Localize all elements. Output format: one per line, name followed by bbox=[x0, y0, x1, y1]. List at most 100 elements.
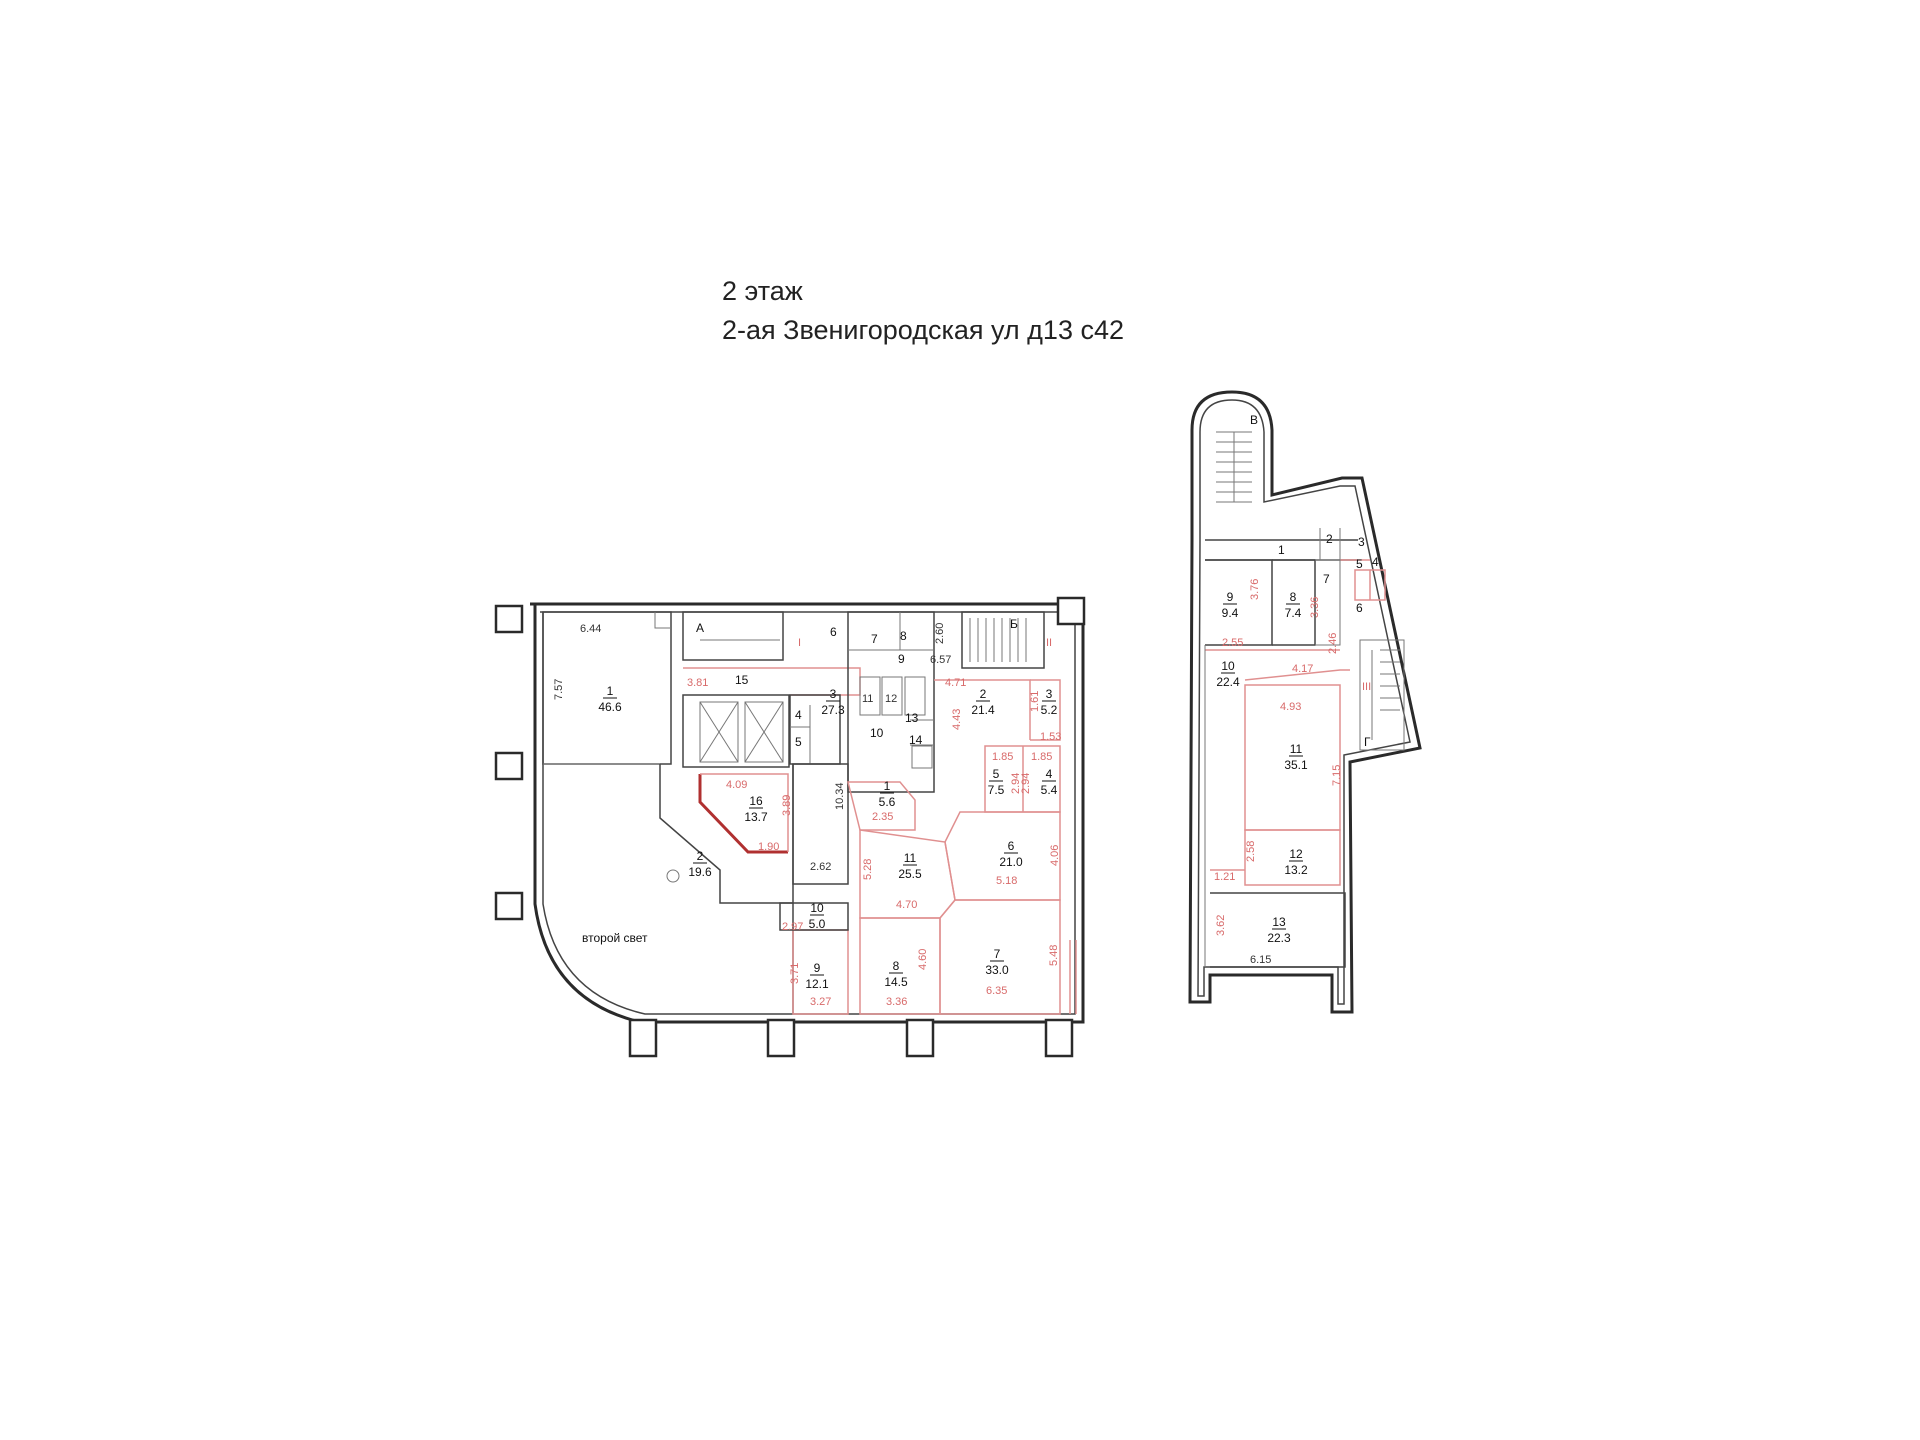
shaft-label: III bbox=[1362, 681, 1371, 693]
dim-label: 5.28 bbox=[862, 859, 874, 880]
dim-label: 4.93 bbox=[1280, 701, 1301, 713]
right-building bbox=[1188, 390, 1422, 1014]
dim-label: 1.53 bbox=[1040, 731, 1061, 743]
title-block: 2 этаж 2-ая Звенигородская ул д13 с42 bbox=[722, 272, 1124, 350]
room-label: 13 bbox=[905, 711, 919, 725]
dim-label: 3.81 bbox=[687, 677, 708, 689]
dim-label: 2.94 bbox=[1010, 773, 1022, 794]
room-number: 4 bbox=[1046, 767, 1053, 781]
dim-label: 2.97 bbox=[782, 921, 803, 933]
room-label: 7 bbox=[871, 632, 878, 646]
room-label: 14 bbox=[909, 733, 923, 747]
left-inner-wall bbox=[540, 611, 1076, 1015]
dim-label: 1.61 bbox=[1029, 691, 1041, 712]
room-label: 4 bbox=[1372, 555, 1379, 569]
room-16-wall bbox=[698, 774, 788, 854]
room-area: 9.4 bbox=[1222, 606, 1239, 620]
room-number: 3 bbox=[1046, 687, 1053, 701]
dim-label: 4.70 bbox=[896, 899, 917, 911]
room-area: 21.0 bbox=[999, 855, 1023, 869]
right-outer-wall bbox=[1188, 390, 1422, 1014]
room-area: 12.1 bbox=[805, 977, 829, 991]
dim-label: 2.35 bbox=[872, 811, 893, 823]
room-number: 10 bbox=[810, 901, 824, 915]
round-pillar bbox=[666, 869, 680, 883]
room-label: 3 bbox=[1358, 535, 1365, 549]
room-label: 6 bbox=[830, 625, 837, 639]
dim-label: 2.62 bbox=[810, 861, 831, 873]
room-number: 8 bbox=[1290, 590, 1297, 604]
door-symbol bbox=[654, 612, 671, 629]
dim-label: 1.90 bbox=[758, 841, 779, 853]
room-number: 11 bbox=[904, 851, 917, 865]
room-area: 22.4 bbox=[1216, 675, 1240, 689]
dim-label: 7.57 bbox=[553, 679, 565, 700]
dim-label: 3.62 bbox=[1215, 915, 1227, 936]
room-label: 10 bbox=[870, 726, 884, 740]
left-building bbox=[494, 596, 1086, 1058]
room-label: 11 bbox=[862, 693, 873, 705]
column bbox=[628, 1018, 658, 1058]
room-11-outline bbox=[859, 829, 956, 919]
room-number: 11 bbox=[1290, 742, 1303, 756]
dim-label: 6.57 bbox=[930, 654, 951, 666]
room-12-outline-r bbox=[1244, 829, 1341, 886]
room-area: 21.4 bbox=[971, 703, 995, 717]
room-label: 5 bbox=[1356, 557, 1363, 571]
dim-label: 1.85 bbox=[992, 751, 1013, 763]
room-number: 9 bbox=[1227, 590, 1234, 604]
room-area: 7.4 bbox=[1285, 606, 1302, 620]
dim-label: 5.48 bbox=[1048, 945, 1060, 966]
shaft-label: II bbox=[1046, 637, 1052, 649]
room-area: 27.3 bbox=[821, 703, 845, 717]
room-area: 19.6 bbox=[688, 865, 712, 879]
room-label: 4 bbox=[795, 708, 802, 722]
dim-label: 4.06 bbox=[1049, 845, 1061, 866]
stair-g bbox=[1359, 639, 1405, 751]
room-label: 15 bbox=[735, 673, 749, 687]
column bbox=[494, 891, 524, 921]
shaft-label: I bbox=[798, 637, 801, 649]
room-area: 13.2 bbox=[1284, 863, 1308, 877]
stair-a bbox=[682, 611, 784, 661]
room-label: 7 bbox=[1323, 572, 1330, 586]
elevator-cabin bbox=[744, 701, 784, 763]
room-area: 33.0 bbox=[985, 963, 1009, 977]
dim-label: 2.94 bbox=[1020, 773, 1032, 794]
address-title: 2-ая Звенигородская ул д13 с42 bbox=[722, 315, 1124, 345]
stair-b-label: Б bbox=[1010, 617, 1018, 631]
room-label: 8 bbox=[900, 629, 907, 643]
room-label: 5 bbox=[795, 735, 802, 749]
room-number: 7 bbox=[994, 947, 1001, 961]
room-8-outline bbox=[859, 917, 941, 1015]
dim-label: 4.43 bbox=[951, 709, 963, 730]
dim-label: 10.34 bbox=[834, 782, 846, 810]
dim-label: 7.15 bbox=[1331, 765, 1343, 786]
dim-label: 3.36 bbox=[886, 996, 907, 1008]
dim-label: 2.46 bbox=[1327, 633, 1339, 654]
room-label: 12 bbox=[885, 693, 897, 705]
room-area: 13.7 bbox=[744, 810, 768, 824]
room-number: 1 bbox=[884, 779, 891, 793]
dim-label: 4.09 bbox=[726, 779, 747, 791]
dim-label: 3.71 bbox=[789, 963, 801, 984]
stair-g-label: Г bbox=[1364, 735, 1371, 749]
room-10-outline bbox=[779, 902, 849, 931]
stair-v bbox=[1216, 431, 1252, 503]
elevator-cabin bbox=[699, 701, 739, 763]
left-labels: А Б I II второй свет 1 46.6 2 19.6 16 13… bbox=[553, 617, 1061, 1008]
room-area: 14.5 bbox=[884, 975, 908, 989]
dim-label: 2.55 bbox=[1222, 637, 1243, 649]
room-area: 25.5 bbox=[898, 867, 922, 881]
room-2-outline bbox=[659, 764, 794, 904]
service-block bbox=[847, 611, 935, 793]
room-number: 10 bbox=[1221, 659, 1235, 673]
room-area: 5.6 bbox=[879, 795, 896, 809]
room-number: 1 bbox=[607, 684, 614, 698]
room-label: 6 bbox=[1356, 601, 1363, 615]
room-1-small bbox=[847, 781, 916, 831]
room-area: 5.0 bbox=[809, 917, 826, 931]
dim-label: 2.60 bbox=[934, 623, 946, 644]
room-area: 7.5 bbox=[988, 783, 1005, 797]
